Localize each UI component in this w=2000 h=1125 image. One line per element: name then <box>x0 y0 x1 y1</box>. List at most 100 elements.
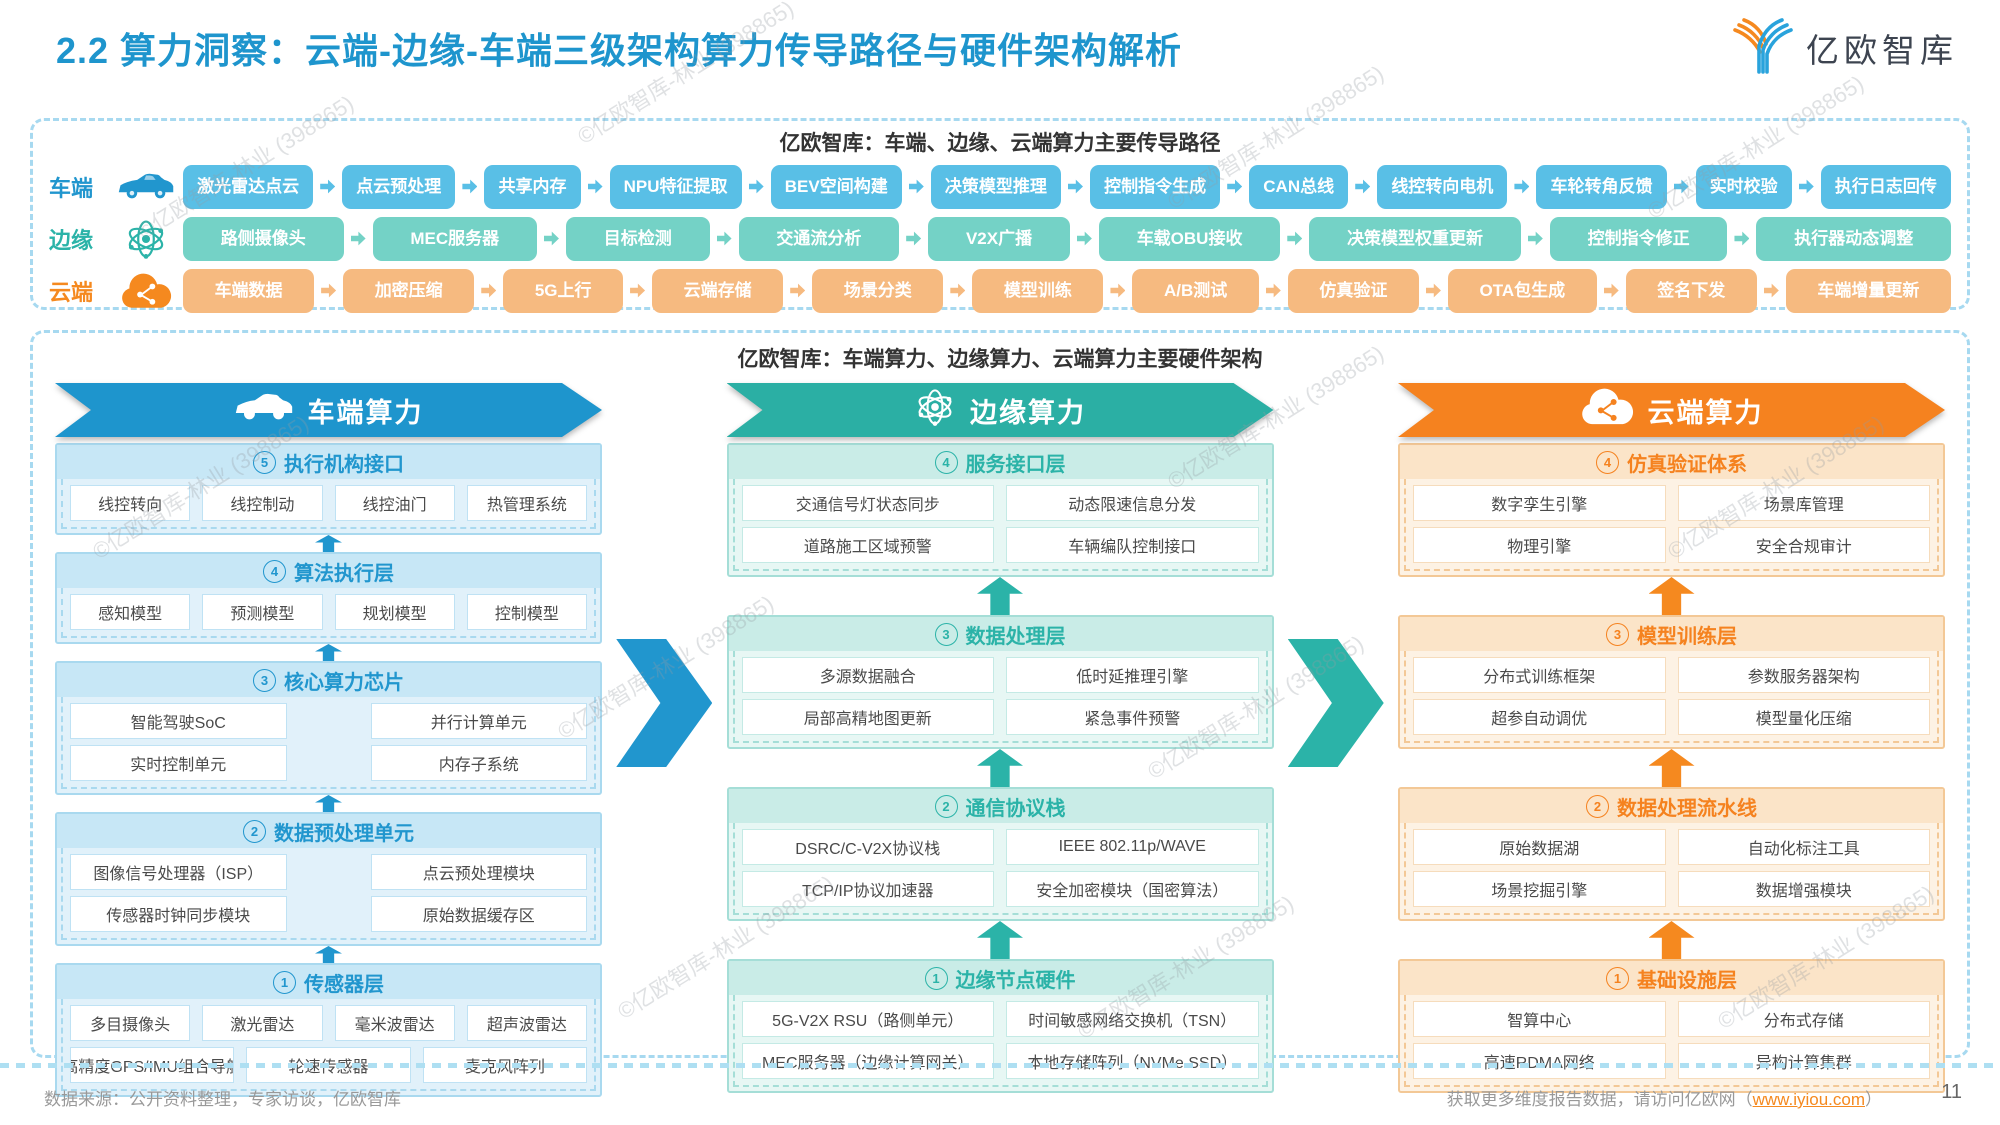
right-chevron-icon <box>616 639 713 767</box>
logo-y-icon <box>1730 14 1796 81</box>
vehicle-to-edge-arrow-zone <box>602 383 727 1023</box>
flow-step-box: 目标检测 <box>565 216 710 261</box>
flow-step-box: 5G上行 <box>503 268 624 313</box>
arrow-right-icon <box>462 179 478 194</box>
layer-section-title: 仿真验证体系 <box>1627 453 1747 476</box>
hardware-item: 原始数据缓存区 <box>370 896 587 932</box>
flow-step-box: 控制指令生成 <box>1090 164 1221 209</box>
hardware-item: 场景库管理 <box>1677 485 1930 521</box>
arrow-right-icon <box>1068 179 1083 194</box>
layer-section-title: 通信协议栈 <box>965 797 1066 820</box>
hardware-panel-title: 亿欧智库：车端算力、边缘算力、云端算力主要硬件架构 <box>737 348 1263 371</box>
hardware-item: 控制模型 <box>466 594 587 630</box>
footer-divider <box>0 1063 2000 1068</box>
flow-step-box: 车端增量更新 <box>1785 268 1951 313</box>
iyiou-link[interactable]: www.iyiou.com <box>1752 1090 1865 1109</box>
hardware-item: 动态限速信息分发 <box>1006 485 1259 521</box>
layer-section-title: 数据处理流水线 <box>1617 797 1757 820</box>
flow-path-panel: 亿欧智库：车端、边缘、云端算力主要传导路径 车端 激光雷达点云点云预处理共享内存… <box>30 118 1970 313</box>
hardware-item: TCP/IP协议加速器 <box>741 871 994 907</box>
flow-panel-title: 亿欧智库：车端、边缘、云端算力主要传导路径 <box>779 132 1221 155</box>
hardware-item: 低时延推理引擎 <box>1006 657 1259 693</box>
layer-number-badge: 2 <box>243 819 266 843</box>
up-arrow-icon <box>315 946 342 963</box>
hardware-item: 5G-V2X RSU（路侧单元） <box>741 1001 994 1037</box>
flow-step-box: 决策模型推理 <box>930 164 1061 209</box>
hardware-item: 局部高精地图更新 <box>741 699 994 735</box>
layer-items-row: 多目摄像头激光雷达毫米波雷达超声波雷达 <box>70 1005 587 1041</box>
banner-wrap: 边缘算力 <box>727 383 1274 437</box>
arrow-right-icon <box>1734 231 1750 246</box>
layer-section-title: 核心算力芯片 <box>284 671 404 694</box>
layer-items: 分布式训练框架参数服务器架构超参自动调优模型量化压缩 <box>1404 651 1939 743</box>
column-banner-title: 云端算力 <box>1647 397 1764 428</box>
up-arrow-icon <box>315 535 342 552</box>
arrow-right-icon <box>1355 179 1371 194</box>
hardware-item: 线控油门 <box>334 485 455 521</box>
arrow-right-icon <box>908 179 924 194</box>
arrow-right-icon <box>748 179 764 194</box>
layer-items-row: 原始数据湖自动化标注工具 <box>1413 829 1930 865</box>
up-arrow-icon <box>1648 749 1695 787</box>
data-source-note: 数据来源：公开资料整理，专家访谈，亿欧智库 <box>44 1090 401 1109</box>
layer-items-row: 分布式训练框架参数服务器架构 <box>1413 657 1930 693</box>
layer-items-row: 多源数据融合低时延推理引擎 <box>741 657 1259 693</box>
column-banner-title: 边缘算力 <box>970 397 1086 428</box>
arrow-right-icon <box>1425 283 1441 298</box>
hardware-item: 本地存储阵列（NVMe SSD） <box>1006 1043 1259 1079</box>
layer-items: 原始数据湖自动化标注工具场景挖掘引擎数据增强模块 <box>1404 823 1939 915</box>
hardware-item: 实时控制单元 <box>70 745 287 781</box>
arrow-right-icon <box>1798 179 1814 194</box>
flow-row-label: 边缘 <box>49 227 94 253</box>
layer-section-title: 数据处理层 <box>965 625 1066 648</box>
layer-section-header: 2 数据处理流水线 <box>1400 789 1943 823</box>
hardware-item: 自动化标注工具 <box>1677 829 1930 865</box>
arrow-right-icon <box>906 231 922 246</box>
layer-number-badge: 1 <box>924 966 948 990</box>
layer-number-badge: 2 <box>1586 794 1609 818</box>
hardware-item: 安全加密模块（国密算法） <box>1006 871 1259 907</box>
hardware-item: 预测模型 <box>202 594 323 630</box>
flow-step-box: CAN总线 <box>1249 164 1349 209</box>
arrow-right-icon <box>1110 283 1126 298</box>
arrow-right-icon <box>1527 231 1543 246</box>
layer-number-badge: 4 <box>1596 450 1619 474</box>
flow-row-label: 车端 <box>49 175 94 201</box>
layer-number-badge: 3 <box>1606 622 1629 646</box>
hardware-item: 数据增强模块 <box>1677 871 1930 907</box>
hardware-item: 道路施工区域预警 <box>741 527 994 563</box>
flow-step-box: 交通流分析 <box>738 216 900 261</box>
layer-items-row: 感知模型预测模型规划模型控制模型 <box>70 594 587 630</box>
hardware-item: 感知模型 <box>70 594 191 630</box>
flow-row-label: 云端 <box>49 279 94 305</box>
flow-step-box: 加密压缩 <box>343 268 475 313</box>
hardware-item: 高速RDMA网络 <box>1413 1043 1666 1079</box>
arrow-right-icon <box>1603 283 1619 298</box>
flow-step-box: 仿真验证 <box>1287 268 1419 313</box>
right-chevron-icon <box>1287 639 1384 767</box>
column-banner: 车端算力 <box>55 383 602 437</box>
hardware-item: 分布式存储 <box>1677 1001 1930 1037</box>
arrow-right-icon <box>1227 179 1243 194</box>
flow-step-box: BEV空间构建 <box>770 164 902 209</box>
hardware-item: 物理引擎 <box>1413 527 1666 563</box>
hardware-item: 热管理系统 <box>466 485 587 521</box>
layer-section-title: 数据预处理单元 <box>274 822 414 845</box>
